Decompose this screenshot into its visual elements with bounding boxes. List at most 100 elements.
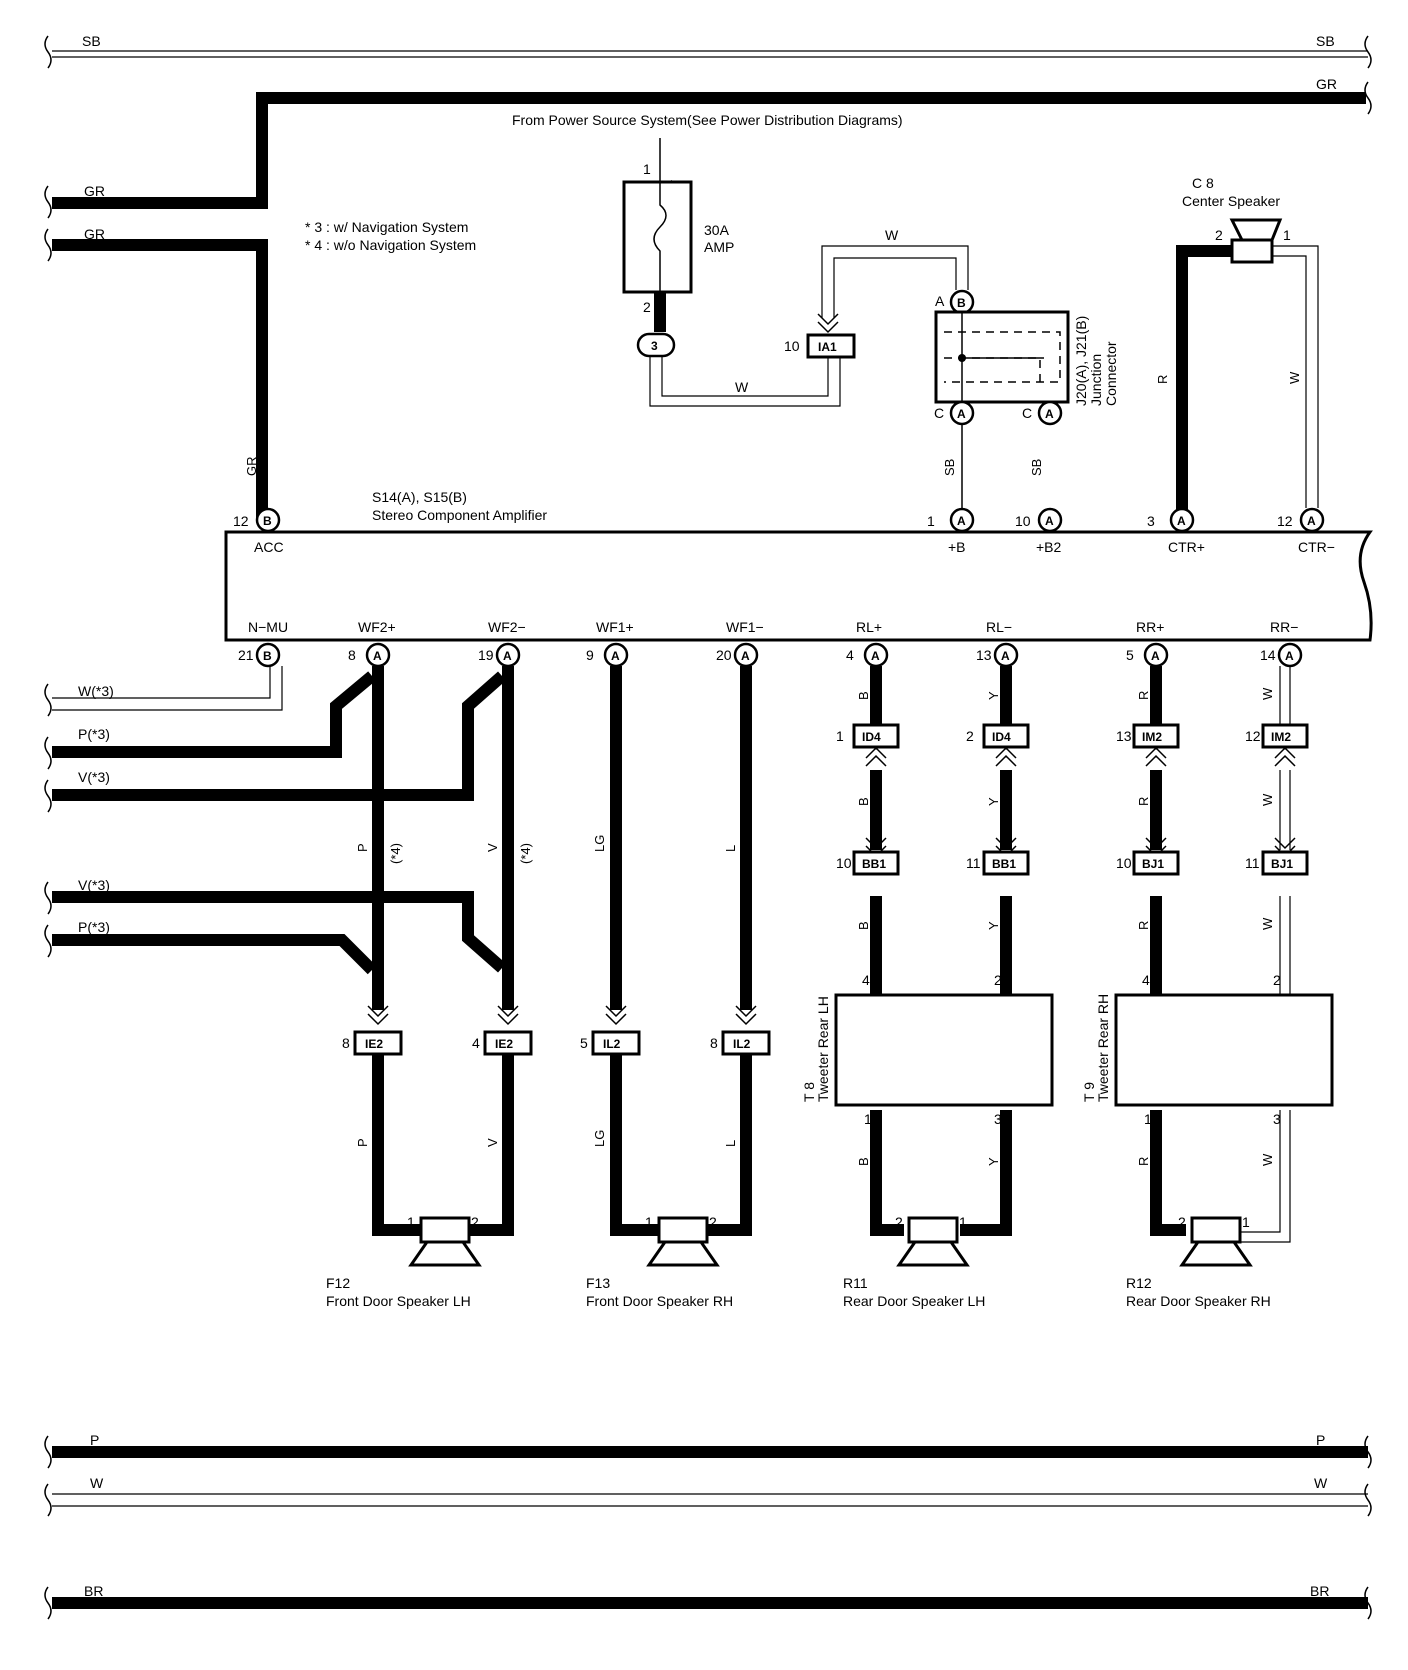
ia1-connector bbox=[806, 333, 856, 359]
rear_connectors_mid-pin-3: 11 bbox=[1245, 855, 1260, 871]
front-connector-1 bbox=[483, 1030, 533, 1056]
junction-box bbox=[934, 310, 1070, 404]
amp-bottom-pin-num-3: 9 bbox=[586, 647, 594, 663]
amp-bottom-pin-label-0: N−MU bbox=[248, 619, 288, 635]
amp-bottom-pin-label-7: RR+ bbox=[1136, 619, 1164, 635]
tweeter-box-1 bbox=[1114, 993, 1334, 1107]
rear_connectors_mid-label-0: BB1 bbox=[862, 857, 886, 871]
front-connector-pin-2: 5 bbox=[580, 1035, 588, 1051]
amp-top-pin-num-0: 12 bbox=[233, 513, 249, 529]
tweeter-pin-bl-0: 1 bbox=[864, 1111, 872, 1127]
speaker-id-3: R12 bbox=[1126, 1275, 1152, 1291]
rear_connectors_mid-label-2: BJ1 bbox=[1142, 857, 1164, 871]
wire-r1: R bbox=[1136, 691, 1151, 700]
bus-w-right: W bbox=[1314, 1475, 1328, 1491]
speaker-cone-1 bbox=[646, 1240, 720, 1267]
wire-w2: W bbox=[1260, 793, 1275, 806]
bus-p-right: P bbox=[1316, 1432, 1325, 1448]
wire-v4: V bbox=[485, 843, 500, 852]
front-connector-2 bbox=[591, 1030, 641, 1056]
speaker-pin-l-1: 1 bbox=[645, 1214, 653, 1230]
amp-name: S14(A), S15(B) bbox=[372, 489, 467, 505]
front-connector-0 bbox=[353, 1030, 403, 1056]
rear_connectors_top-pin-1: 2 bbox=[966, 728, 974, 744]
rear_connectors_top-label-1: ID4 bbox=[992, 730, 1011, 744]
tweeter-id-0: T 8 bbox=[801, 1082, 817, 1102]
tweeter-pin-tr-1: 2 bbox=[1273, 972, 1281, 988]
amp-top-pin-1-label: A bbox=[957, 514, 966, 528]
speaker-pin-l-3: 2 bbox=[1178, 1214, 1186, 1230]
bus-br-left: BR bbox=[84, 1583, 103, 1599]
rear_connectors_top-1 bbox=[982, 723, 1030, 749]
speaker-magnet-1 bbox=[657, 1216, 709, 1244]
tweeter-pin-tl-1: 4 bbox=[1142, 972, 1150, 988]
rear_connectors_mid-pin-0: 10 bbox=[836, 855, 852, 871]
amp-bottom-pin-label-5: RL+ bbox=[856, 619, 882, 635]
speaker-pin-r-3: 1 bbox=[1242, 1214, 1250, 1230]
rear_connectors_mid-pin-1: 11 bbox=[966, 855, 981, 871]
front-connector-3 bbox=[721, 1030, 771, 1056]
amp-bottom-pin-num-7: 5 bbox=[1126, 647, 1134, 663]
rear_connectors_top-0 bbox=[852, 723, 900, 749]
junction-line2: Junction bbox=[1088, 354, 1104, 406]
amp-bottom-pin-4-label: A bbox=[741, 649, 750, 663]
wire-l-low: L bbox=[723, 1140, 738, 1147]
amp-bottom-pin-6-label: A bbox=[1001, 649, 1010, 663]
amp-top-pin-2-label: A bbox=[1045, 514, 1054, 528]
left-nav-wires: W(*3) P(*3) V(*3) V(*3) P(*3) bbox=[44, 666, 506, 975]
center-speaker-name: Center Speaker bbox=[1182, 193, 1280, 209]
rear_connectors_top-2 bbox=[1132, 723, 1180, 749]
center-speaker-id: C 8 bbox=[1192, 175, 1214, 191]
rear_connectors_top-pin-0: 1 bbox=[836, 728, 844, 744]
front-connector-label-0: IE2 bbox=[365, 1037, 383, 1051]
left-gr-2: GR bbox=[84, 226, 105, 242]
amp-bottom-pin-label-3: WF1+ bbox=[596, 619, 634, 635]
amp-top-pin-num-4: 12 bbox=[1277, 513, 1293, 529]
bus-br-right: BR bbox=[1310, 1583, 1329, 1599]
left-v3a: V(*3) bbox=[78, 769, 110, 785]
amp-bottom-pin-8-label: A bbox=[1285, 649, 1294, 663]
wire-p-low: P bbox=[355, 1138, 370, 1147]
front-connector-pin-3: 8 bbox=[710, 1035, 718, 1051]
rear_connectors_top-3 bbox=[1261, 723, 1309, 749]
tweeter-pin-br-0: 3 bbox=[994, 1111, 1002, 1127]
amp-top-pin-label-1: +B bbox=[948, 539, 966, 555]
speaker-pin-r-2: 1 bbox=[959, 1214, 967, 1230]
note-2: * 4 : w/o Navigation System bbox=[305, 237, 476, 253]
speaker-pin-r-0: 2 bbox=[471, 1214, 479, 1230]
junction-pin-a: A bbox=[935, 293, 945, 309]
junction-line3: Connector bbox=[1103, 341, 1119, 406]
amp-top-pin-2 bbox=[1037, 507, 1063, 533]
wire-w-top: W bbox=[885, 227, 899, 243]
junction-name: J20(A), J21(B) bbox=[1073, 316, 1089, 406]
amp-top-pin-label-4: CTR− bbox=[1298, 539, 1335, 555]
fuse-pin-out: 2 bbox=[643, 299, 651, 315]
amp-bottom-pin-0-label: B bbox=[263, 649, 272, 663]
rear_connectors_mid-0 bbox=[852, 850, 900, 876]
amp-top-pin-label-0: ACC bbox=[254, 539, 284, 555]
tweeter-pin-bl-1: 1 bbox=[1144, 1111, 1152, 1127]
rear_connectors_top-pin-3: 12 bbox=[1245, 728, 1261, 744]
speaker-pin-l-0: 1 bbox=[407, 1214, 415, 1230]
amp-bottom-pin-num-1: 8 bbox=[348, 647, 356, 663]
wire-b2: B bbox=[856, 797, 871, 806]
wire-w-ctr: W bbox=[1287, 371, 1302, 384]
amp-bottom-pin-num-2: 19 bbox=[478, 647, 494, 663]
amp-bottom-pin-num-5: 4 bbox=[846, 647, 854, 663]
amp-bottom-pin-2-label: A bbox=[503, 649, 512, 663]
speaker-cone-2 bbox=[896, 1240, 970, 1267]
amp-bottom-pin-label-4: WF1− bbox=[726, 619, 764, 635]
fuse-connector bbox=[636, 332, 676, 358]
amp-bottom-pin-label-8: RR− bbox=[1270, 619, 1298, 635]
bus-w-left: W bbox=[90, 1475, 104, 1491]
tweeter-pin-br-1: 3 bbox=[1273, 1111, 1281, 1127]
wire-r-ctr: R bbox=[1155, 375, 1170, 384]
ia1-pin: 10 bbox=[784, 338, 800, 354]
amp-top-pin-num-1: 1 bbox=[927, 513, 935, 529]
